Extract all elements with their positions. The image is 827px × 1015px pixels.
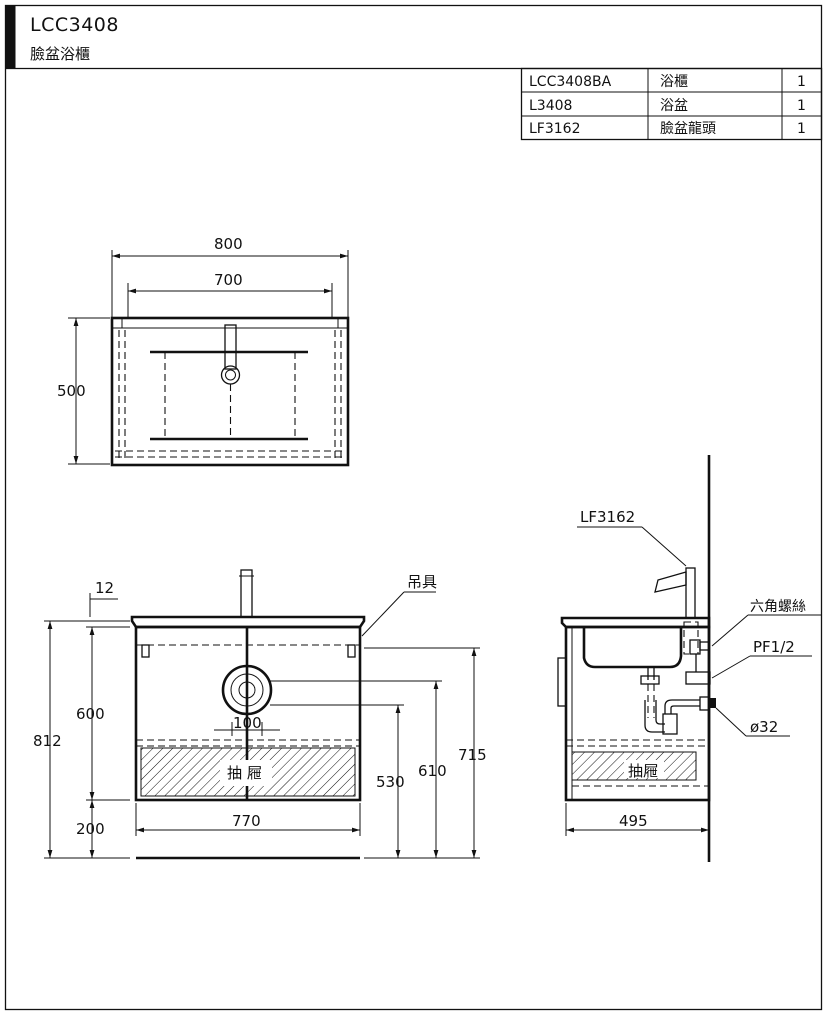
- part-name-3: 臉盆龍頭: [660, 120, 716, 137]
- title-bar-accent: [5, 5, 16, 69]
- model-number: LCC3408: [30, 14, 119, 36]
- hanger-label: 吊具: [407, 573, 437, 591]
- part-code-3: LF3162: [529, 121, 580, 137]
- part-name-1: 浴櫃: [660, 74, 688, 90]
- dim-top-700: 700: [214, 271, 243, 289]
- dim-front-812: 812: [33, 732, 62, 750]
- product-name: 臉盆浴櫃: [30, 45, 91, 63]
- dim-front-200: 200: [76, 820, 105, 838]
- side-faucet-label: LF3162: [580, 508, 635, 526]
- dim-front-12: 12: [95, 579, 114, 597]
- part-qty-3: 1: [797, 121, 806, 137]
- dim-front-610: 610: [418, 762, 447, 780]
- dim-front-530: 530: [376, 773, 405, 791]
- top-view: 800 700 500: [57, 235, 350, 467]
- dim-front-770: 770: [232, 812, 261, 830]
- part-qty-1: 1: [797, 74, 806, 90]
- dim-side-495: 495: [619, 812, 648, 830]
- front-drawer-label: 抽 屜: [227, 764, 262, 782]
- side-drawer-label: 抽屜: [628, 762, 658, 780]
- dim-top-800: 800: [214, 235, 243, 253]
- drawing-frame: [4, 4, 823, 1011]
- part-name-2: 浴盆: [660, 98, 688, 114]
- bolt-label: 六角螺絲: [750, 599, 806, 615]
- dim-front-100: 100: [233, 714, 262, 732]
- dim-front-600: 600: [76, 705, 105, 723]
- parts-table: LCC3408BA 浴櫃 1 L3408 浴盆 1 LF3162 臉盆龍頭 1: [520, 67, 823, 141]
- dim-top-500: 500: [57, 382, 86, 400]
- dim-front-715: 715: [458, 746, 487, 764]
- side-view: 抽屜 LF3162 六角螺絲 PF1/2 ø32 495: [557, 455, 822, 862]
- part-qty-2: 1: [797, 98, 806, 114]
- pipe-thread-label: PF1/2: [753, 638, 795, 656]
- drain-dia-label: ø32: [750, 718, 778, 736]
- part-code-1: LCC3408BA: [529, 74, 612, 90]
- front-view: 抽 屜 吊具 12 812 600 200 770 100: [33, 569, 487, 860]
- part-code-2: L3408: [529, 98, 572, 114]
